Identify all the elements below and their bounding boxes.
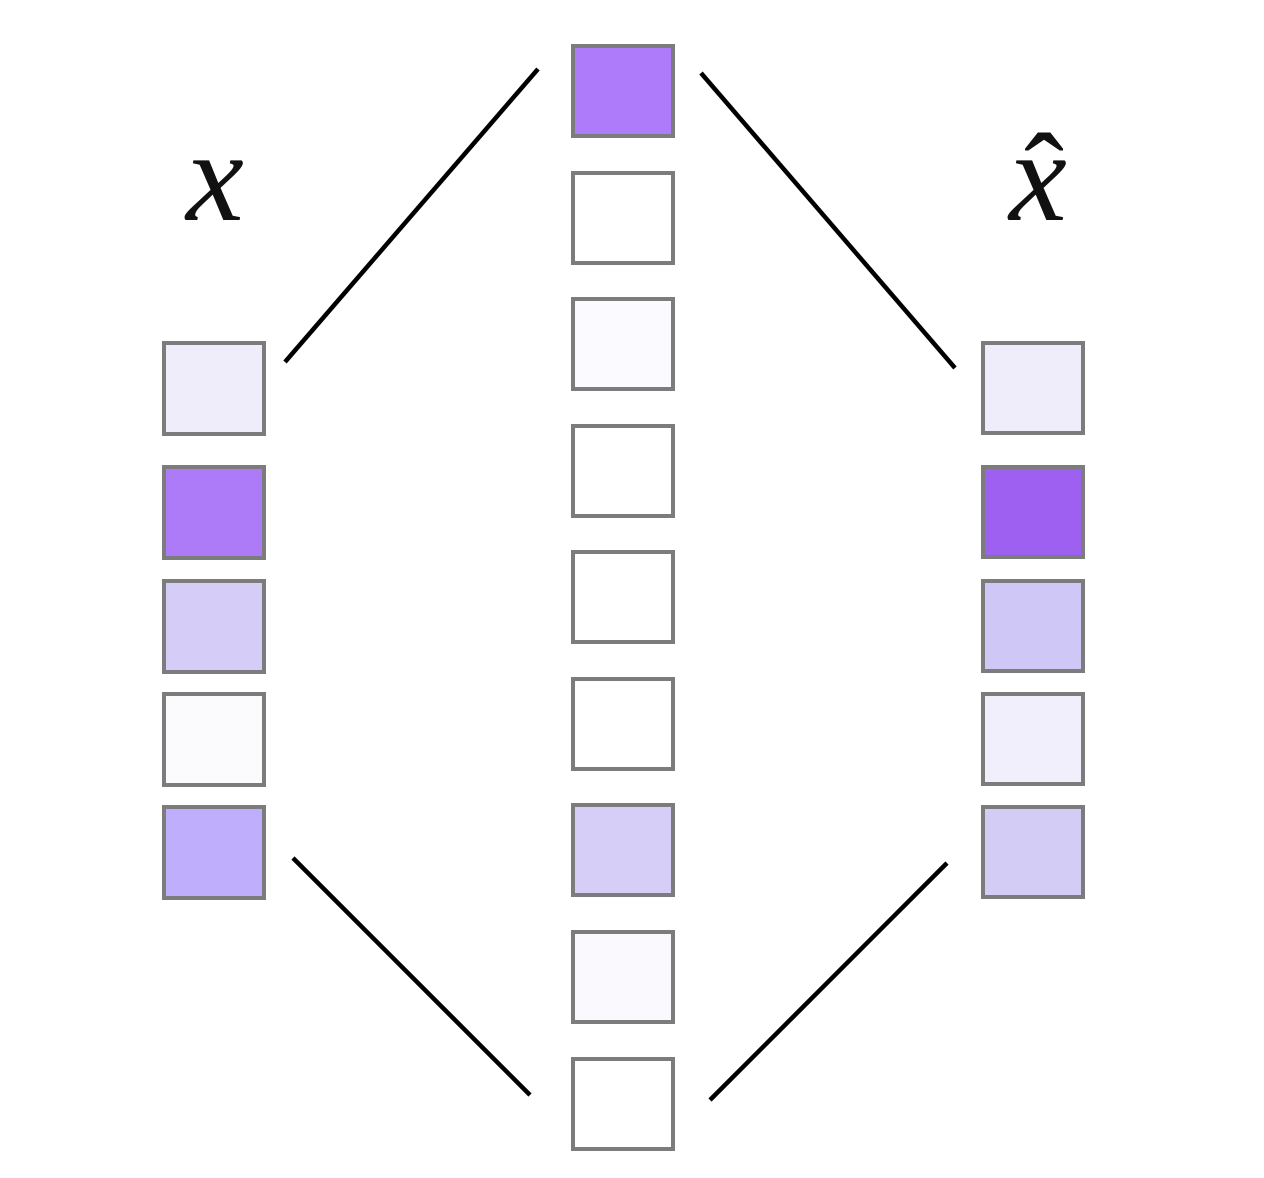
input-vector-label: x: [186, 105, 244, 249]
latent-cell: [571, 44, 675, 138]
output-cell: [981, 341, 1085, 435]
output-cell: [981, 579, 1085, 673]
latent-cell: [571, 297, 675, 391]
hat-accent: ˆ: [1024, 109, 1064, 242]
encoder-top-line: [283, 67, 540, 364]
input-cell: [162, 465, 266, 560]
latent-cell: [571, 803, 675, 897]
latent-cell: [571, 424, 675, 518]
decoder-bottom-line: [708, 861, 949, 1102]
latent-cell: [571, 930, 675, 1024]
output-vector-label-base: x: [1009, 105, 1067, 249]
latent-cell: [571, 171, 675, 265]
latent-cell: [571, 550, 675, 644]
encoder-bottom-line: [291, 856, 532, 1097]
input-cell: [162, 341, 266, 436]
output-cell: [981, 465, 1085, 559]
latent-cell: [571, 677, 675, 771]
latent-cell: [571, 1057, 675, 1151]
input-cell: [162, 579, 266, 674]
output-vector-label: ˆ x: [953, 112, 1123, 242]
input-cell: [162, 805, 266, 900]
output-cell: [981, 805, 1085, 899]
decoder-top-line: [699, 71, 957, 370]
output-cell: [981, 692, 1085, 786]
input-cell: [162, 692, 266, 787]
